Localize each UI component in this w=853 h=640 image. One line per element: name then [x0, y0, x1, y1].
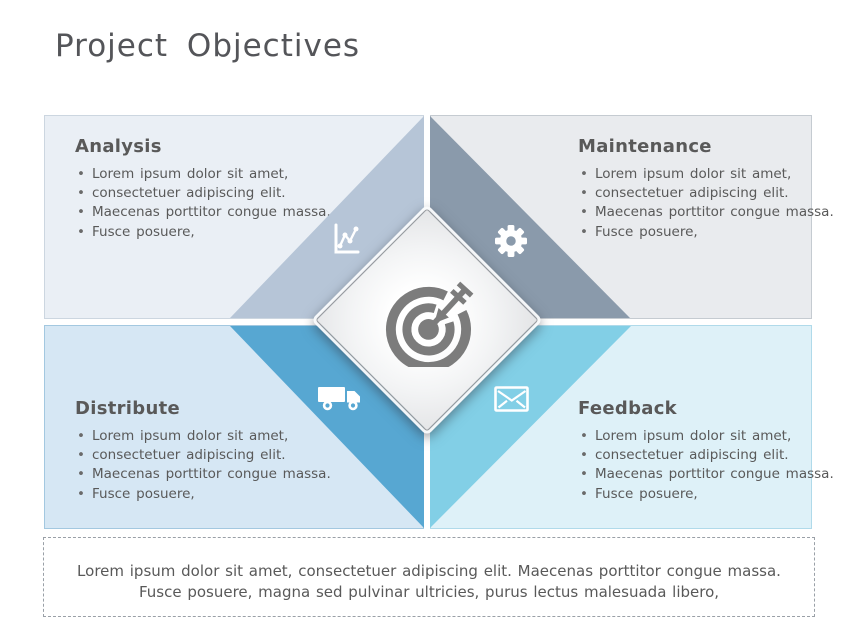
quadrant-feedback-title: Feedback	[578, 398, 677, 419]
bullet-item: Maecenas porttitor congue massa.	[75, 466, 343, 482]
bullet-item: consectetuer adipiscing elit.	[578, 447, 846, 463]
page-title: Project Objectives	[55, 28, 361, 64]
gear-icon	[495, 225, 527, 261]
bullet-item: Fusce posuere,	[75, 224, 343, 240]
quadrant-maintenance-bullets: Lorem ipsum dolor sit amet, consectetuer …	[578, 166, 846, 240]
quadrant-feedback-bullets: Lorem ipsum dolor sit amet, consectetuer …	[578, 428, 846, 502]
quadrant-analysis-content: Analysis Lorem ipsum dolor sit amet, cons…	[75, 136, 343, 243]
quadrant-analysis-title: Analysis	[75, 136, 162, 157]
bullet-item: Maecenas porttitor congue massa.	[75, 204, 343, 220]
footer-note: Lorem ipsum dolor sit amet, consectetuer…	[43, 537, 815, 617]
bullet-item: Lorem ipsum dolor sit amet,	[75, 428, 343, 444]
quadrant-distribute-content: Distribute Lorem ipsum dolor sit amet, co…	[75, 398, 343, 505]
truck-icon	[317, 384, 364, 416]
bullet-item: Lorem ipsum dolor sit amet,	[578, 428, 846, 444]
quadrant-maintenance-content: Maintenance Lorem ipsum dolor sit amet, c…	[578, 136, 846, 243]
footer-line-2: Fusce posuere, magna sed pulvinar ultric…	[138, 583, 720, 602]
quadrant-distribute-title: Distribute	[75, 398, 180, 419]
bullet-item: consectetuer adipiscing elit.	[75, 447, 343, 463]
bullet-item: Maecenas porttitor congue massa.	[578, 466, 846, 482]
quadrant-feedback-content: Feedback Lorem ipsum dolor sit amet, cons…	[578, 398, 846, 505]
quadrant-distribute-bullets: Lorem ipsum dolor sit amet, consectetuer …	[75, 428, 343, 502]
quadrant-analysis-bullets: Lorem ipsum dolor sit amet, consectetuer …	[75, 166, 343, 240]
bullet-item: consectetuer adipiscing elit.	[75, 185, 343, 201]
line-chart-icon	[333, 221, 361, 260]
quadrant-maintenance-title: Maintenance	[578, 136, 712, 157]
target-icon	[381, 273, 476, 372]
bullet-item: Fusce posuere,	[578, 486, 846, 502]
bullet-item: Lorem ipsum dolor sit amet,	[578, 166, 846, 182]
bullet-item: Fusce posuere,	[75, 486, 343, 502]
bullet-item: consectetuer adipiscing elit.	[578, 185, 846, 201]
bullet-item: Fusce posuere,	[578, 224, 846, 240]
bullet-item: Lorem ipsum dolor sit amet,	[75, 166, 343, 182]
envelope-icon	[494, 386, 529, 416]
footer-line-1: Lorem ipsum dolor sit amet, consectetuer…	[77, 562, 781, 580]
bullet-item: Maecenas porttitor congue massa.	[578, 204, 846, 220]
